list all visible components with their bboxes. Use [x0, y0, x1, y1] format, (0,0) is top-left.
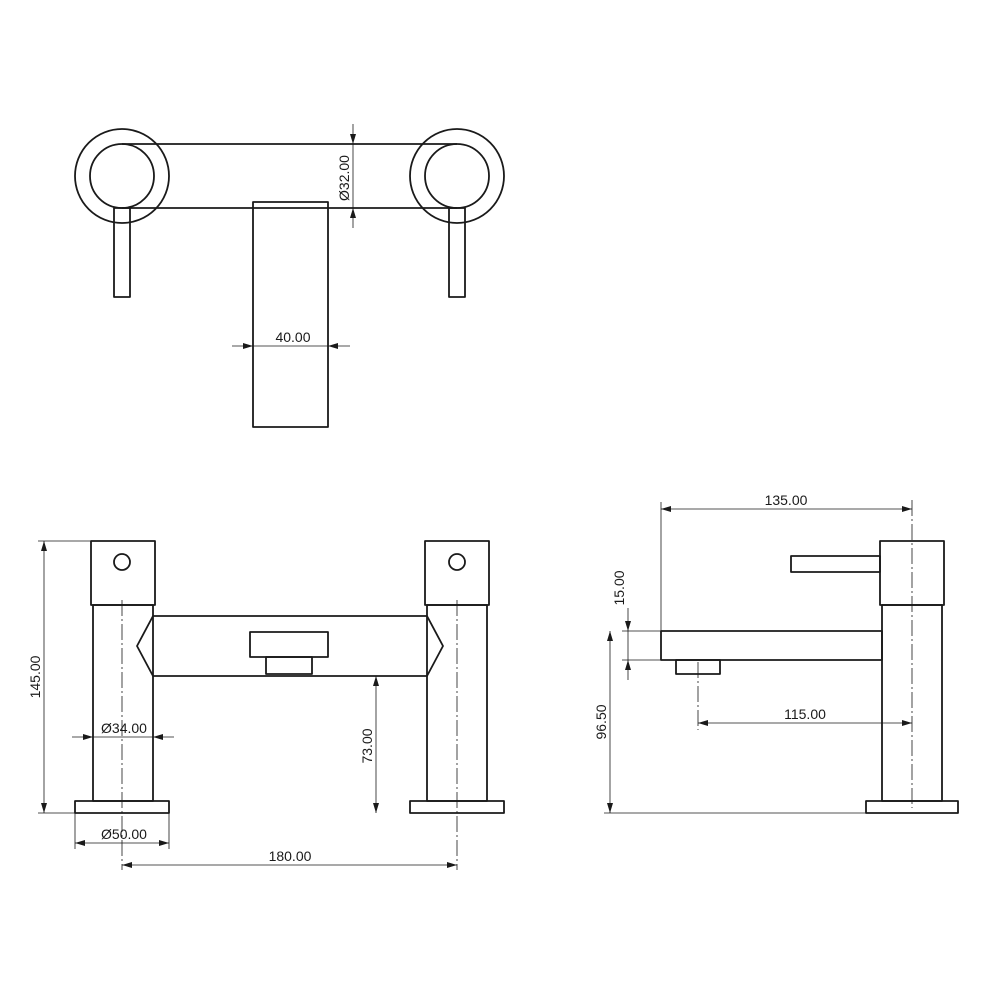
dim-centres-label: 180.00 [269, 848, 312, 864]
top-left-body-circle [89, 143, 155, 209]
top-right-body-circle [424, 143, 490, 209]
front-spout-aerator [265, 656, 313, 675]
dim-145-extension-lines [38, 540, 91, 814]
side-lever [790, 555, 881, 573]
front-left-handle-hole [113, 553, 131, 571]
top-view: Ø32.00 40.00 [74, 124, 505, 428]
top-right-base-circle [409, 128, 505, 224]
top-spout-bar [122, 143, 457, 209]
side-view: 135.00 15.00 96.50 115.00 [593, 492, 959, 814]
top-spout-outlet [252, 201, 329, 428]
top-left-lever [113, 207, 131, 298]
front-spout-body [136, 615, 444, 677]
dim-base-diameter-label: Ø50.00 [101, 826, 147, 842]
dim-32-extension-lines [330, 143, 362, 209]
dim-overall-height-label: 145.00 [27, 655, 43, 698]
front-left-handle [90, 540, 156, 606]
front-right-handle-hole [448, 553, 466, 571]
front-right-handle [424, 540, 490, 606]
dim-spout-outlet-height-label: 96.50 [593, 704, 609, 739]
front-spout-outlet [249, 631, 329, 658]
dim-spout-diameter-label: Ø32.00 [336, 155, 352, 201]
dim-spout-thickness-label: 15.00 [611, 570, 627, 605]
dim-spout-width-label: 40.00 [275, 329, 310, 345]
top-right-lever [448, 207, 466, 298]
dim-body-diameter-label: Ø34.00 [101, 720, 147, 736]
front-view: 145.00 Ø34.00 Ø50.00 73.00 180.00 [27, 540, 505, 870]
dim-spout-height-label: 73.00 [359, 728, 375, 763]
top-left-base-circle [74, 128, 170, 224]
dim-spout-reach-label: 115.00 [784, 706, 826, 722]
dim-overall-depth-label: 135.00 [765, 492, 808, 508]
side-spout [660, 630, 883, 661]
